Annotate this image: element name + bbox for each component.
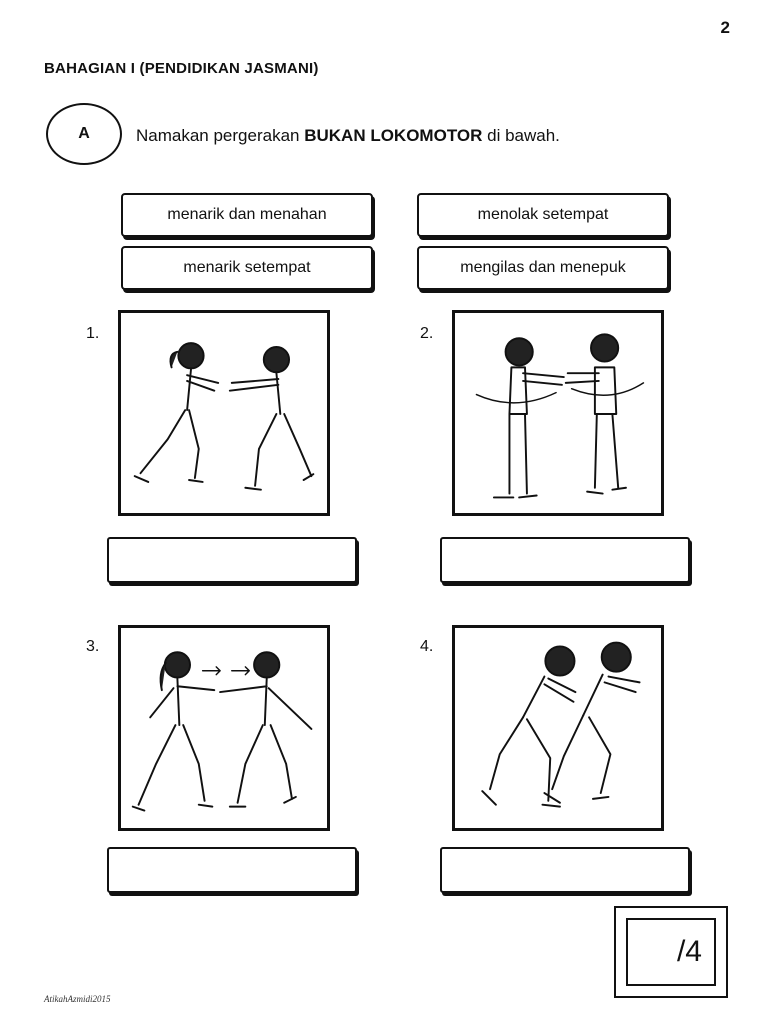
score-box: /4 xyxy=(614,906,728,998)
page-number: 2 xyxy=(720,18,730,37)
illustration-two-girls-pulling xyxy=(118,625,330,831)
exercise-letter-circle: A xyxy=(46,103,122,165)
illustration-two-boys-pushing xyxy=(452,625,664,831)
instruction: Namakan pergerakan BUKAN LOKOMOTOR di ba… xyxy=(136,126,560,146)
instruction-suffix: di bawah. xyxy=(482,126,560,145)
instruction-bold: BUKAN LOKOMOTOR xyxy=(304,126,483,145)
option-box-2: menolak setempat xyxy=(417,193,669,237)
answer-box-3[interactable] xyxy=(107,847,357,893)
question-number-4: 4. xyxy=(420,638,434,655)
instruction-prefix: Namakan pergerakan xyxy=(136,126,305,145)
answer-box-2[interactable] xyxy=(440,537,690,583)
exercise-letter: A xyxy=(78,125,90,142)
score-inner-box: /4 xyxy=(626,918,716,986)
option-box-4: mengilas dan menepuk xyxy=(417,246,669,290)
section-title: BAHAGIAN I (PENDIDIKAN JASMANI) xyxy=(44,60,319,77)
answer-box-1[interactable] xyxy=(107,537,357,583)
question-number-1: 1. xyxy=(86,325,100,342)
illustration-two-girls-pushing xyxy=(118,310,330,516)
score-label: /4 xyxy=(676,935,702,968)
author-credit: AtikahAzmidi2015 xyxy=(44,994,111,1004)
answer-box-4[interactable] xyxy=(440,847,690,893)
option-box-1: menarik dan menahan xyxy=(121,193,373,237)
illustration-two-boys-twisting xyxy=(452,310,664,516)
option-box-3: menarik setempat xyxy=(121,246,373,290)
question-number-2: 2. xyxy=(420,325,434,342)
question-number-3: 3. xyxy=(86,638,100,655)
